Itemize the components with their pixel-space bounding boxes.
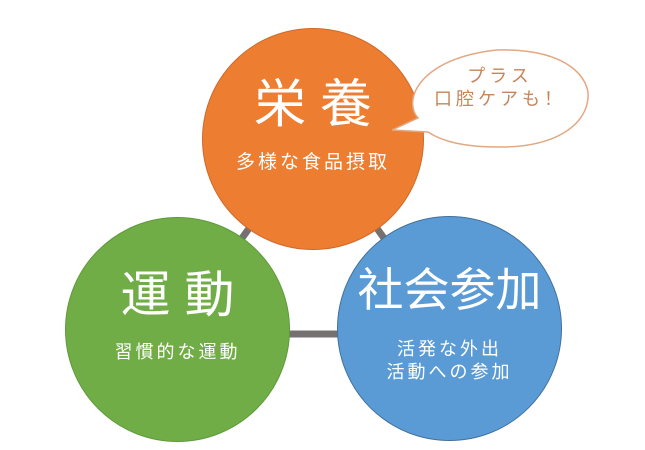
- social-title: 社会参加: [357, 263, 542, 317]
- nutrition-subtitle: 多様な食品摂取: [235, 151, 390, 173]
- social-subtitle-line1: 活発な外出: [397, 339, 502, 360]
- callout-line2: 口腔ケアも！: [434, 88, 566, 110]
- callout-line1: プラス: [467, 66, 533, 87]
- nutrition-circle: 栄養 多様な食品摂取: [202, 28, 424, 250]
- exercise-title: 運動: [120, 266, 249, 324]
- exercise-circle: 運動 習慣的な運動: [65, 217, 290, 442]
- exercise-subtitle: 習慣的な運動: [114, 342, 241, 363]
- social-subtitle-line2: 活動への参加: [386, 361, 513, 383]
- speech-bubble-shape: [391, 49, 589, 148]
- callout-text: プラス 口腔ケアも！: [420, 66, 580, 111]
- social-subtitle: 活発な外出 活動への参加: [387, 339, 513, 384]
- nutrition-title: 栄養: [253, 75, 386, 135]
- social-circle: 社会参加 活発な外出 活動への参加: [337, 216, 562, 441]
